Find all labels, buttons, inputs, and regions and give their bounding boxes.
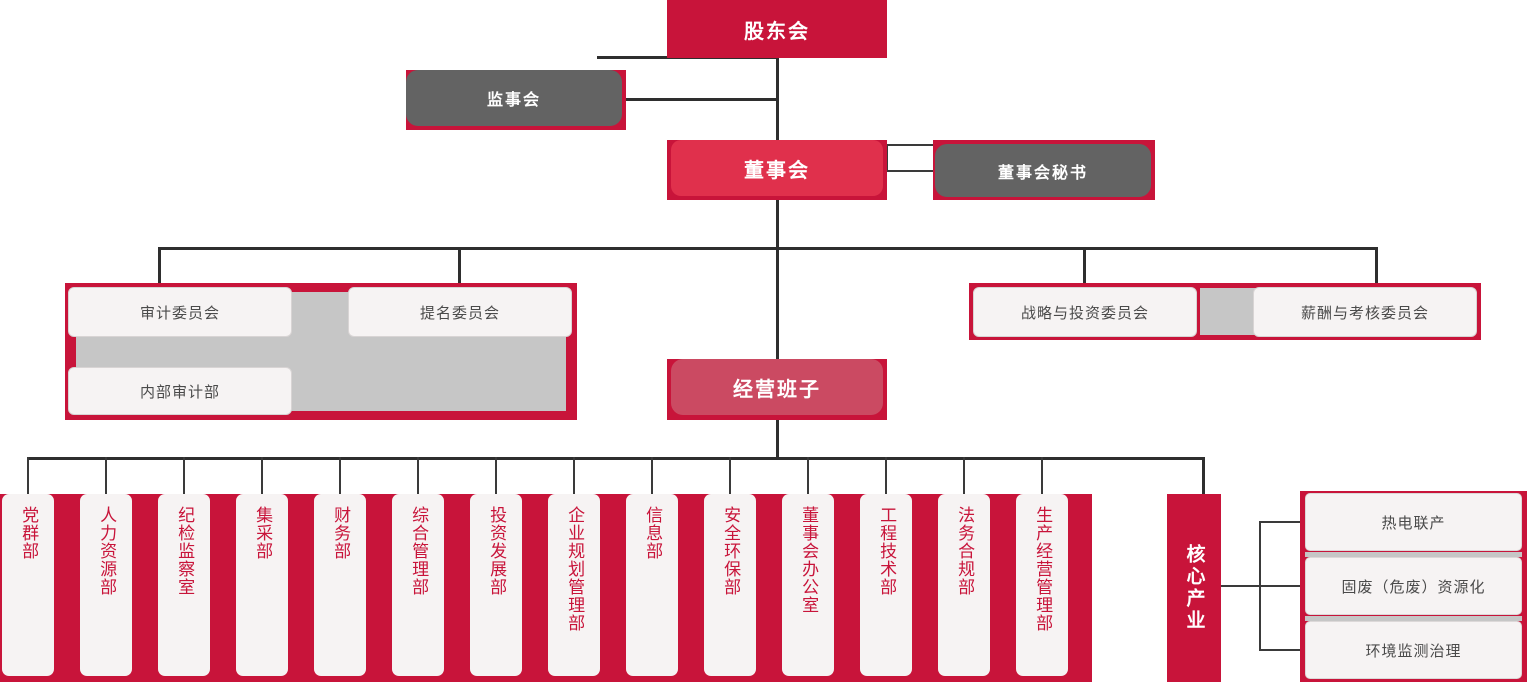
node-department[interactable]: 投资发展部	[470, 494, 522, 676]
node-shareholders-meeting[interactable]: 股东会	[667, 0, 887, 58]
node-core-industry[interactable]: 核心产业	[1167, 494, 1221, 682]
committee-group-right-gray-fill	[1200, 288, 1256, 335]
node-supervisory-board-label: 监事会	[486, 92, 541, 109]
node-department-label: 集采部	[253, 506, 273, 560]
node-management-team-label: 经营班子	[733, 378, 821, 401]
node-department[interactable]: 生产经营管理部	[1016, 494, 1068, 676]
node-core-industry-item-label: 热电联产	[1381, 514, 1446, 532]
node-department-label: 财务部	[331, 506, 351, 560]
connector-core-branch-vertical	[1259, 521, 1261, 651]
connector-drop-dept-4	[339, 457, 341, 494]
node-department-label: 生产经营管理部	[1033, 506, 1053, 632]
connector-drop-dept-2	[183, 457, 185, 494]
node-core-industry-label: 核心产业	[1183, 544, 1205, 632]
connector-drop-dept-1	[105, 457, 107, 494]
node-department-label: 安全环保部	[721, 506, 741, 596]
node-strategy-investment-committee[interactable]: 战略与投资委员会	[973, 287, 1197, 337]
connector-board-to-secretary-bottom	[886, 170, 936, 172]
node-nomination-committee[interactable]: 提名委员会	[348, 287, 572, 337]
node-internal-audit-dept-label: 内部审计部	[139, 383, 220, 401]
node-core-industry-item-label: 固废（危废）资源化	[1341, 578, 1486, 596]
node-department[interactable]: 综合管理部	[392, 494, 444, 676]
node-core-industry-item[interactable]: 热电联产	[1305, 493, 1522, 551]
node-core-industry-item-label: 环境监测治理	[1365, 642, 1462, 660]
node-nomination-committee-label: 提名委员会	[419, 304, 500, 322]
node-department[interactable]: 信息部	[626, 494, 678, 676]
connector-drop-dept-7	[573, 457, 575, 494]
connector-drop-dept-8	[651, 457, 653, 494]
node-board-of-directors-label: 董事会	[744, 159, 810, 182]
connector-drop-dept-12	[963, 457, 965, 494]
node-remuneration-assessment-committee-label: 薪酬与考核委员会	[1300, 304, 1429, 322]
connector-board-to-secretary-vertical	[886, 144, 888, 172]
node-department[interactable]: 法务合规部	[938, 494, 990, 676]
connector-core-to-item-0	[1259, 521, 1311, 523]
connector-board-to-management	[776, 199, 779, 359]
node-shareholders-meeting-label: 股东会	[744, 20, 810, 43]
connector-drop-dept-3	[261, 457, 263, 494]
node-core-industry-item[interactable]: 固废（危废）资源化	[1305, 557, 1522, 615]
connector-management-to-departments	[776, 420, 779, 458]
node-department-label: 董事会办公室	[799, 506, 819, 614]
connector-committee-bus	[158, 247, 1378, 250]
node-board-secretary-label: 董事会秘书	[997, 164, 1088, 182]
node-audit-committee[interactable]: 审计委员会	[68, 287, 292, 337]
node-strategy-investment-committee-label: 战略与投资委员会	[1020, 304, 1149, 322]
node-department[interactable]: 人力资源部	[80, 494, 132, 676]
connector-drop-audit-committee	[158, 247, 161, 283]
node-department[interactable]: 党群部	[2, 494, 54, 676]
connector-core-to-branch-trunk	[1221, 585, 1311, 587]
connector-departments-bus	[27, 457, 1203, 460]
node-remuneration-assessment-committee[interactable]: 薪酬与考核委员会	[1253, 287, 1477, 337]
node-department[interactable]: 工程技术部	[860, 494, 912, 676]
connector-shareholders-to-board	[776, 58, 779, 153]
core-industry-separator	[1305, 616, 1522, 621]
connector-drop-dept-13	[1041, 457, 1043, 494]
connector-drop-dept-6	[495, 457, 497, 494]
node-department[interactable]: 企业规划管理部	[548, 494, 600, 676]
node-board-secretary[interactable]: 董事会秘书	[935, 144, 1151, 197]
core-industry-separator	[1305, 552, 1522, 557]
connector-drop-nomination-committee	[458, 247, 461, 283]
connector-drop-dept-10	[807, 457, 809, 494]
connector-core-to-item-2	[1259, 649, 1311, 651]
connector-board-to-secretary-top	[886, 144, 936, 146]
node-supervisory-board[interactable]: 监事会	[406, 70, 622, 126]
connector-drop-dept-5	[417, 457, 419, 494]
node-core-industry-item[interactable]: 环境监测治理	[1305, 621, 1522, 679]
node-internal-audit-dept[interactable]: 内部审计部	[68, 367, 292, 415]
node-department-label: 综合管理部	[409, 506, 429, 596]
node-department[interactable]: 纪检监察室	[158, 494, 210, 676]
node-department-label: 党群部	[19, 506, 39, 560]
node-department-label: 纪检监察室	[175, 506, 195, 596]
node-department[interactable]: 董事会办公室	[782, 494, 834, 676]
node-management-team[interactable]: 经营班子	[671, 359, 883, 415]
node-department-label: 人力资源部	[97, 506, 117, 596]
connector-supervisors-to-trunk	[624, 98, 779, 101]
connector-drop-remuneration-committee	[1375, 247, 1378, 283]
connector-drop-dept-11	[885, 457, 887, 494]
connector-drop-dept-0	[27, 457, 29, 494]
node-department-label: 投资发展部	[487, 506, 507, 596]
node-department[interactable]: 财务部	[314, 494, 366, 676]
node-department[interactable]: 安全环保部	[704, 494, 756, 676]
node-department-label: 信息部	[643, 506, 663, 560]
node-department-label: 企业规划管理部	[565, 506, 585, 632]
node-department[interactable]: 集采部	[236, 494, 288, 676]
node-audit-committee-label: 审计委员会	[139, 304, 220, 322]
connector-drop-core-industry	[1202, 457, 1205, 494]
node-board-of-directors[interactable]: 董事会	[671, 140, 883, 196]
node-department-label: 法务合规部	[955, 506, 975, 596]
connector-drop-dept-9	[729, 457, 731, 494]
connector-drop-strategy-committee	[1083, 247, 1086, 283]
node-department-label: 工程技术部	[877, 506, 897, 596]
